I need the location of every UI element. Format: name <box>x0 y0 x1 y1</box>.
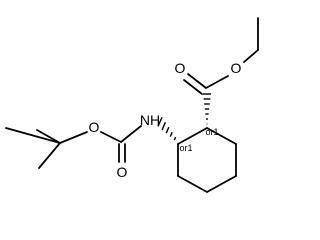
atom-label-ester-carbonyl-oxygen: O <box>175 60 186 76</box>
bond-tbu-methyl-top <box>36 129 61 144</box>
ring-bond-c2-c1 <box>177 127 208 145</box>
atom-label-carbamate-ester-oxygen: O <box>89 119 100 135</box>
bond-carbamate-c-ester-o <box>100 131 122 143</box>
atom-label-amine-nitrogen: NH <box>140 112 160 128</box>
stereo-label-c1: or1 <box>205 127 218 137</box>
hashed-wedge-c2-nitrogen <box>157 116 177 141</box>
bond-ester-o-tbu <box>59 131 88 144</box>
bond-tbu-methyl-bottom <box>38 142 61 169</box>
hashed-wedge-c1-carbonyl <box>203 93 211 125</box>
bond-n-carbamate-c <box>120 125 142 143</box>
boc-carbamate-group <box>5 125 142 169</box>
stereo-label-c2: or1 <box>179 143 192 153</box>
ring-bond-c5-c4 <box>206 175 237 193</box>
atom-label-carbamate-carbonyl-oxygen: O <box>117 164 128 180</box>
ring-bond-c1-c6 <box>206 127 237 145</box>
atom-label-ester-oxygen: O <box>231 60 242 76</box>
chemical-structure-diagram: O O NH O O or1 or1 <box>5 17 259 193</box>
bond-tbu-methyl-left <box>5 127 61 144</box>
ethyl-ester-group <box>183 17 259 95</box>
bond-carbonyl-c-o-1 <box>187 73 207 89</box>
bond-carbonyl-c-ester-o <box>205 75 229 89</box>
cyclohexane-ring <box>177 127 237 193</box>
bond-carbonyl-c-o-2 <box>183 79 203 95</box>
ring-bond-c4-c3 <box>177 175 208 193</box>
bond-ester-o-ch2 <box>243 49 259 63</box>
